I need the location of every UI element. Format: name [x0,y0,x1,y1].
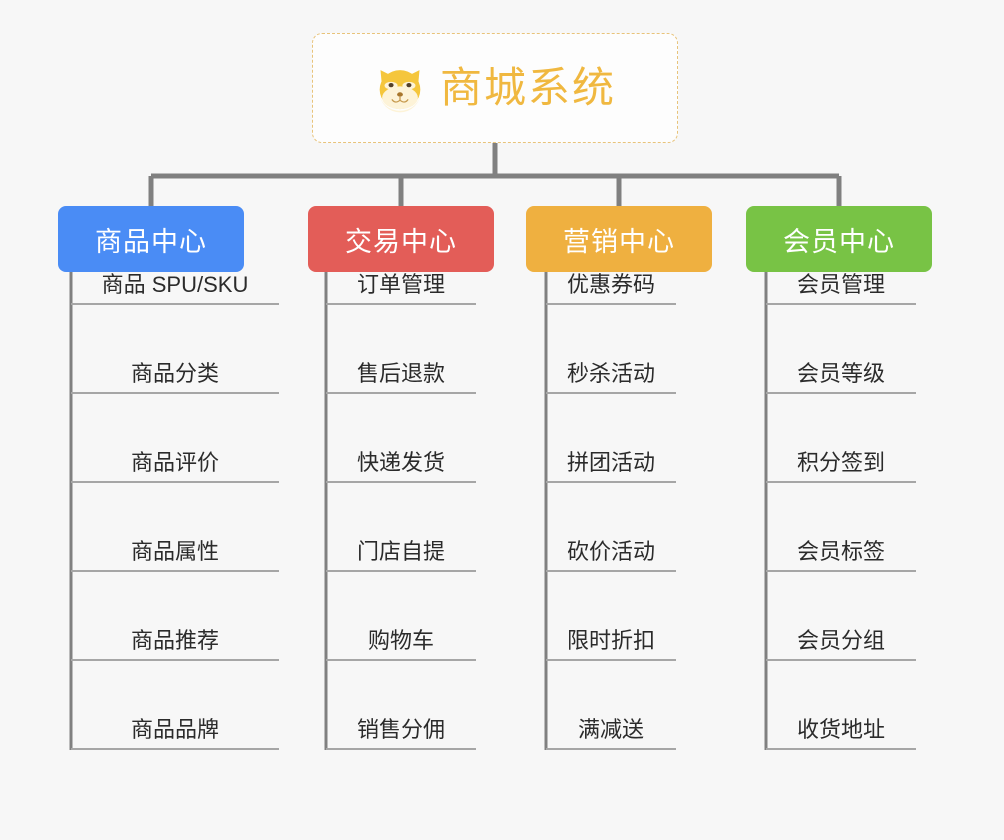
leaf-item[interactable]: 限时折扣 [546,621,676,661]
branch-node-2[interactable]: 交易中心 [308,206,494,272]
leaf-label: 优惠券码 [566,272,655,297]
leaf-label: 快递发货 [356,450,445,475]
leaf-item[interactable]: 购物车 [326,621,476,661]
leaf-item[interactable]: 会员标签 [766,532,916,572]
leaf-label: 限时折扣 [566,628,655,653]
root-title: 商城系统 [439,64,616,111]
leaf-label: 订单管理 [356,272,445,297]
branch-node-3[interactable]: 营销中心 [526,206,712,272]
leaf-item[interactable]: 商品品牌 [71,710,279,750]
leaf-label: 会员等级 [796,361,885,386]
leaf-item[interactable]: 满减送 [546,710,676,750]
leaf-item[interactable]: 秒杀活动 [546,354,676,394]
leaf-item[interactable]: 会员管理 [766,265,916,305]
leaf-label: 售后退款 [356,361,445,386]
leaf-label: 商品属性 [130,539,219,564]
leaf-item[interactable]: 商品属性 [71,532,279,572]
leaf-label: 商品 SPU/SKU [101,272,249,297]
leaf-item[interactable]: 收货地址 [766,710,916,750]
leaf-label: 会员管理 [796,272,885,297]
branch-label: 会员中心 [783,226,895,257]
leaf-item[interactable]: 拼团活动 [546,443,676,483]
leaf-label: 商品品牌 [130,717,219,742]
leaf-item[interactable]: 优惠券码 [546,265,676,305]
leaf-label: 商品推荐 [130,628,219,653]
leaf-label: 收货地址 [796,717,885,742]
leaf-item[interactable]: 商品 SPU/SKU [71,265,279,305]
leaf-item[interactable]: 商品分类 [71,354,279,394]
leaf-item[interactable]: 商品评价 [71,443,279,483]
leaf-label: 秒杀活动 [566,361,655,386]
leaf-label: 砍价活动 [566,539,655,564]
leaf-label: 商品评价 [130,450,219,475]
branch-label: 营销中心 [563,226,675,257]
leaf-label: 拼团活动 [566,450,655,475]
branch-node-4[interactable]: 会员中心 [746,206,932,272]
leaf-item[interactable]: 门店自提 [326,532,476,572]
leaf-label: 积分签到 [796,450,885,475]
leaf-item[interactable]: 快递发货 [326,443,476,483]
branch-label: 交易中心 [345,226,457,257]
branch-label: 商品中心 [95,226,207,257]
leaf-item[interactable]: 销售分佣 [326,710,476,750]
leaf-item[interactable]: 积分签到 [766,443,916,483]
root-node[interactable]: 商城系统 [312,33,678,143]
leaf-item[interactable]: 会员等级 [766,354,916,394]
leaf-label: 商品分类 [130,361,219,386]
leaf-item[interactable]: 售后退款 [326,354,476,394]
leaf-item[interactable]: 商品推荐 [71,621,279,661]
leaf-item[interactable]: 会员分组 [766,621,916,661]
dog-face-icon [374,62,426,114]
leaf-label: 购物车 [367,628,434,653]
leaf-label: 满减送 [577,717,644,742]
leaf-label: 会员分组 [796,628,885,653]
leaf-label: 门店自提 [356,539,445,564]
leaf-item[interactable]: 订单管理 [326,265,476,305]
leaf-label: 销售分佣 [356,717,445,742]
leaf-item[interactable]: 砍价活动 [546,532,676,572]
leaf-label: 会员标签 [796,539,885,564]
branch-node-1[interactable]: 商品中心 [58,206,244,272]
